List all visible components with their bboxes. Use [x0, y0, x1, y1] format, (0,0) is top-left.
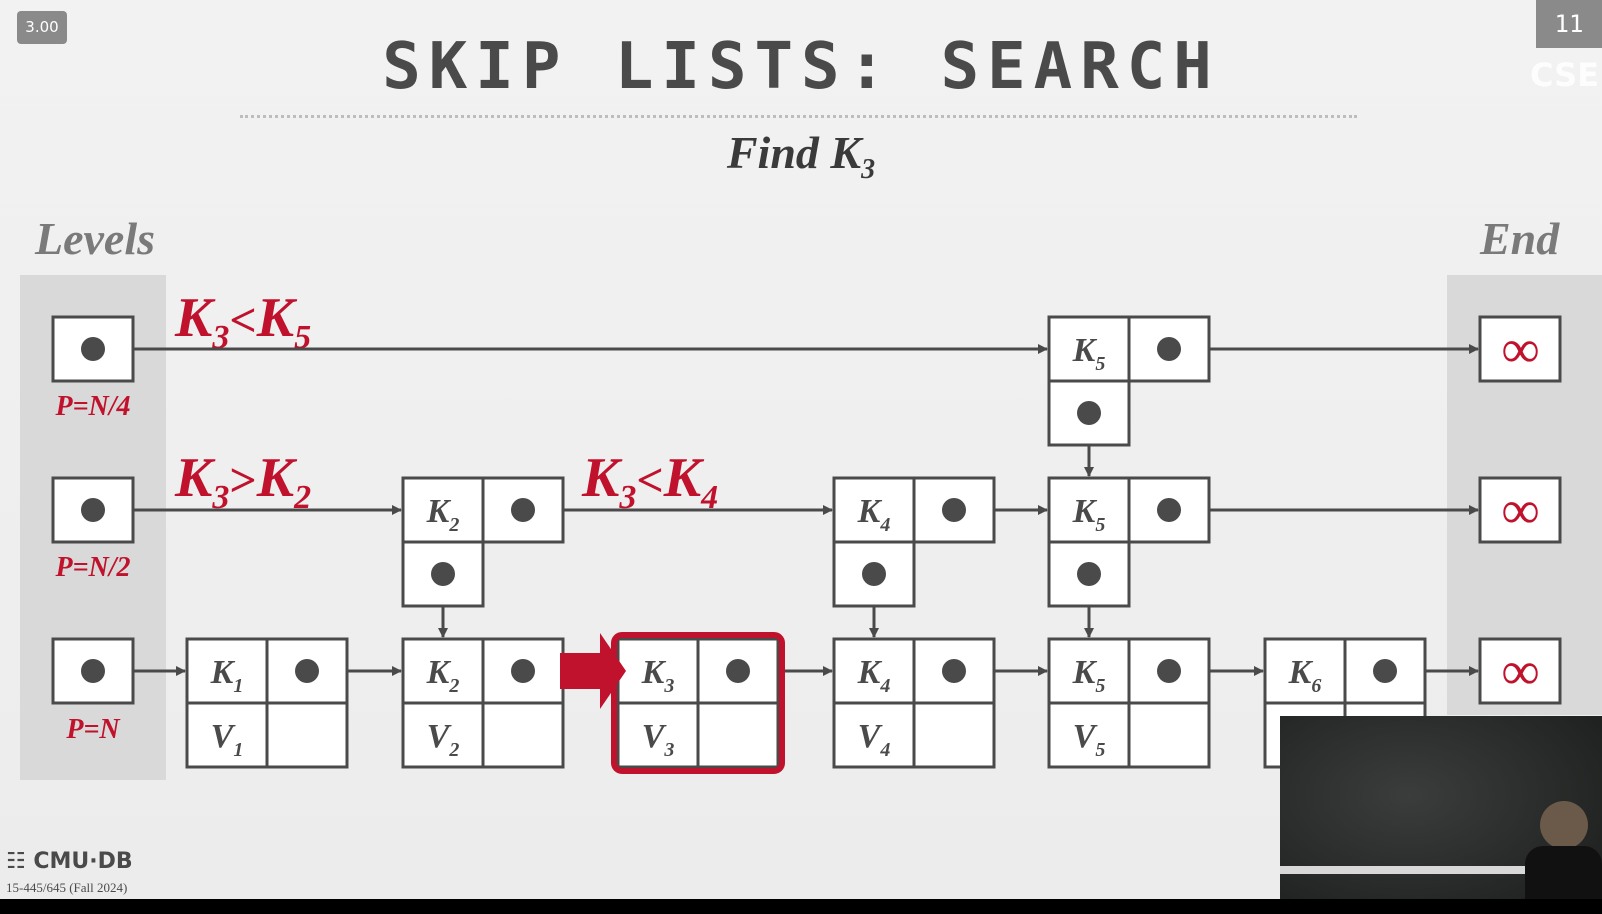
- cmp-b: K: [256, 447, 295, 509]
- node-value-label: V4: [858, 718, 891, 761]
- footer-logo: ☷ CMU·DB: [6, 849, 133, 874]
- pointer-dot: [1157, 659, 1181, 683]
- cmp-b: K: [256, 287, 295, 349]
- subtitle-subscript: 3: [861, 154, 876, 186]
- cmp-a: K: [175, 447, 213, 509]
- infinity-symbol: ∞: [1501, 641, 1540, 701]
- node-key-label: K5: [1072, 332, 1106, 375]
- pointer-dot: [1157, 498, 1181, 522]
- node-key-label: K6: [1288, 654, 1322, 697]
- node-empty-cell: [696, 701, 780, 769]
- node-key-label: K5: [1072, 493, 1106, 536]
- slide-subtitle: Find K3: [0, 126, 1602, 186]
- pointer-dot: [726, 659, 750, 683]
- node-key-label: K4: [857, 654, 891, 697]
- end-sentinel-box: [1478, 637, 1562, 705]
- cmp-op: >: [229, 454, 257, 507]
- node-pointer-cell: [912, 637, 996, 705]
- cmp-op: <: [229, 294, 257, 347]
- footer-course: 15-445/645 (Fall 2024): [6, 880, 128, 895]
- node-key-label: K2: [426, 493, 460, 536]
- node-pointer-cell: [265, 637, 349, 705]
- level-label-top: P=N/4: [55, 391, 131, 422]
- pointer-dot: [81, 498, 105, 522]
- node-value-label: V1: [211, 718, 244, 761]
- cmp-b-sub: 5: [294, 319, 312, 357]
- cmp-a-sub: 3: [619, 479, 637, 517]
- end-sentinel-box: [1478, 315, 1562, 383]
- node-key-cell: [1047, 637, 1131, 705]
- slide-title: SKIP LISTS: SEARCH: [382, 30, 1220, 104]
- down-pointer-dot: [1077, 562, 1101, 586]
- levels-heading: Levels: [35, 213, 156, 264]
- pointer-dot: [1373, 659, 1397, 683]
- footer-logo-text: CMU·DB: [33, 849, 133, 874]
- cmp-b: K: [663, 447, 702, 509]
- playback-speed-badge: 3.00: [17, 11, 67, 44]
- cmp-a-sub: 3: [212, 319, 230, 357]
- node-key-label: K3: [641, 654, 675, 697]
- down-pointer-dot: [1077, 401, 1101, 425]
- infinity-symbol: ∞: [1501, 480, 1540, 540]
- cmp-a: K: [582, 447, 620, 509]
- down-pointer-dot: [862, 562, 886, 586]
- node-value-label: V3: [642, 718, 675, 761]
- search-pointer-arrow: [560, 633, 626, 709]
- node-key-label: K1: [210, 654, 244, 697]
- comparison-k3-k4: K3<K4: [582, 446, 718, 517]
- pointer-dot: [81, 659, 105, 683]
- end-heading: End: [1480, 213, 1560, 264]
- pointer-dot: [942, 659, 966, 683]
- node-key-cell: [185, 637, 269, 705]
- slide-number: 11: [1536, 0, 1602, 48]
- cmp-a-sub: 3: [212, 479, 230, 517]
- down-pointer-dot: [431, 562, 455, 586]
- pointer-dot: [511, 498, 535, 522]
- pointer-dot: [81, 337, 105, 361]
- node-key-cell: [1047, 476, 1131, 544]
- cmp-a: K: [175, 287, 213, 349]
- node-value-cell: [616, 701, 700, 769]
- comparison-k3-k5: K3<K5: [175, 286, 311, 357]
- subtitle-text: Find K: [726, 127, 862, 178]
- level-label-bottom: P=N: [66, 714, 120, 745]
- node-key-label: K4: [857, 493, 891, 536]
- infinity-symbol: ∞: [1501, 319, 1540, 379]
- node-key-cell: [832, 637, 916, 705]
- title-divider: [240, 115, 1357, 118]
- bottom-bar: [0, 899, 1602, 914]
- cmp-b-sub: 4: [701, 479, 719, 517]
- node-empty-cell: [481, 701, 565, 769]
- search-result-highlight: [611, 632, 785, 774]
- end-sentinel-box: [1478, 476, 1562, 544]
- level-label-middle: P=N/2: [55, 552, 131, 583]
- comparison-k3-k2: K3>K2: [175, 446, 311, 517]
- corner-logo: CSE: [1530, 56, 1599, 94]
- node-key-cell: [1263, 637, 1347, 705]
- pointer-dot: [511, 659, 535, 683]
- node-empty-cell: [265, 701, 349, 769]
- node-key-label: K2: [426, 654, 460, 697]
- node-value-label: V5: [1073, 718, 1106, 761]
- node-key-label: K5: [1072, 654, 1106, 697]
- cmp-op: <: [636, 454, 664, 507]
- cmp-b-sub: 2: [294, 479, 312, 517]
- node-empty-cell: [1127, 701, 1211, 769]
- node-value-label: V2: [427, 718, 460, 761]
- pointer-dot: [942, 498, 966, 522]
- node-value-cell: [185, 701, 269, 769]
- webcam-overlay: [1280, 716, 1602, 914]
- pointer-dot: [295, 659, 319, 683]
- pointer-dot: [1157, 337, 1181, 361]
- node-empty-cell: [912, 701, 996, 769]
- node-key-cell: [401, 637, 485, 705]
